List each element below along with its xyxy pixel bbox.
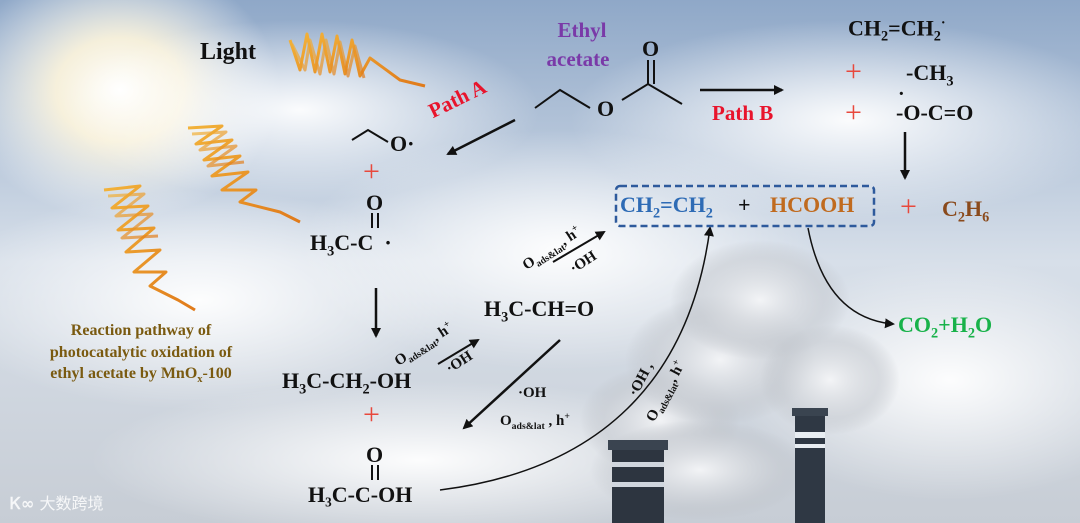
ethoxy-radical: O·: [390, 133, 414, 155]
condition-acetaldehyde-acetic: Oads&lat , h+: [500, 412, 570, 432]
ester-carbonyl-o: O: [642, 38, 659, 60]
ethane: C2H6: [942, 198, 989, 225]
caption-suffix: -100: [202, 365, 231, 382]
ethylene-product: CH2=CH2: [620, 194, 713, 221]
figure-caption: Reaction pathway of photocatalytic oxida…: [16, 320, 266, 387]
formic-acid: HCOOH: [770, 194, 854, 216]
caption-line-3-text: ethyl acetate by MnO: [50, 365, 197, 382]
ethoxy-structure: [352, 130, 388, 142]
path-b-label: Path B: [712, 103, 773, 124]
caption-line-2: photocatalytic oxidation of: [16, 342, 266, 364]
ethanol: H3C-CH2-OH: [282, 370, 411, 397]
plus-sign: +: [363, 400, 380, 430]
watermark: Ꮶ∞ 大数跨境: [10, 490, 103, 514]
plus-sign: +: [845, 57, 862, 87]
radical-dot: ·: [898, 84, 905, 104]
co2-water: CO2+H2O: [898, 314, 992, 341]
watermark-text: 大数跨境: [39, 494, 103, 513]
acetic-carbonyl-o: O: [366, 444, 383, 466]
caption-line-1: Reaction pathway of: [16, 320, 266, 342]
acetyl-carbonyl-o: O: [366, 192, 383, 214]
carboxyl-radical: -O-C=O: [896, 102, 973, 124]
methyl-radical: -CH3: [906, 62, 953, 89]
hydroxyl-condition: ·OH: [518, 386, 546, 401]
plus-sign: +: [900, 192, 917, 222]
ethyl-acetate-label: Ethyl acetate: [547, 20, 617, 70]
ester-oxygen: O: [597, 98, 614, 120]
acetate-word: acetate: [539, 49, 617, 70]
acetic-acid: H₃C-C-OH: [308, 484, 412, 506]
acetaldehyde: H3C-CH=O: [484, 298, 594, 325]
plus-sign: +: [363, 157, 380, 187]
plus-sign: +: [845, 98, 862, 128]
ethyl-word: Ethyl: [547, 20, 617, 41]
light-label: Light: [200, 40, 256, 64]
plus-in-box: +: [738, 194, 751, 216]
path-a-arrow: [448, 120, 515, 154]
ethylene-radical: CH2=CH2·: [848, 16, 946, 44]
caption-line-3: ethyl acetate by MnOx-100: [16, 363, 266, 387]
watermark-logo-icon: Ꮶ∞: [10, 494, 34, 513]
curve-to-co2: [808, 228, 893, 324]
acetyl-radical: H3C-C ·: [310, 232, 392, 259]
